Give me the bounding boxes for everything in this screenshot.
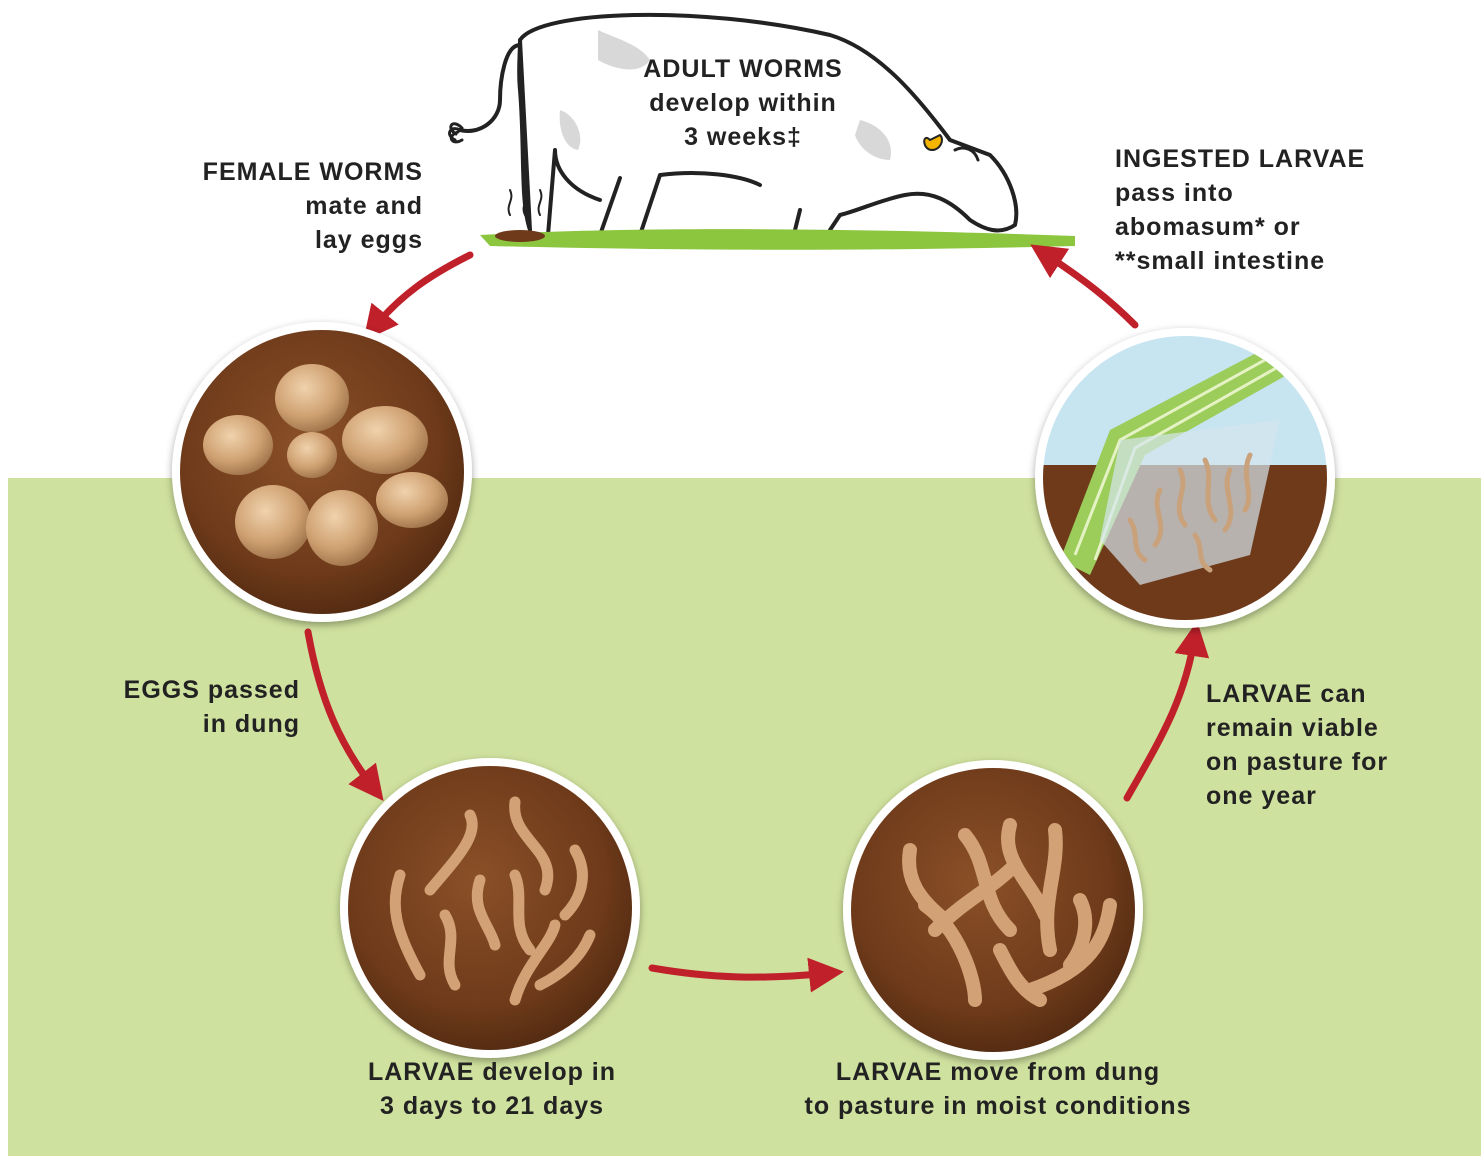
- female-worms-title: FEMALE WORMS: [120, 155, 423, 189]
- larvae-in-dung-icon: [340, 758, 640, 1058]
- larvae-viable-line-3: on pasture for: [1206, 745, 1466, 779]
- eggs-passed-line-2: in dung: [60, 707, 300, 741]
- larvae-develop-line-2: 3 days to 21 days: [322, 1089, 662, 1123]
- ingested-larvae-line-2: pass into: [1115, 176, 1455, 210]
- eggs-in-dung-icon: [172, 322, 472, 622]
- larvae-develop-label: LARVAE develop in 3 days to 21 days: [322, 1055, 662, 1123]
- larvae-develop-title: LARVAE develop in: [322, 1055, 662, 1089]
- arrow-cow-to-eggs: [372, 255, 470, 330]
- female-worms-line-3: lay eggs: [120, 223, 423, 257]
- dung-pat: [495, 230, 545, 242]
- larvae-viable-line-4: one year: [1206, 779, 1466, 813]
- larvae-move-title: LARVAE move from dung: [748, 1055, 1248, 1089]
- larvae-viable-label: LARVAE can remain viable on pasture for …: [1206, 677, 1466, 813]
- larvae-viable-line-2: remain viable: [1206, 711, 1466, 745]
- larvae-viable-title: LARVAE can: [1206, 677, 1466, 711]
- eggs-passed-label: EGGS passed in dung: [60, 673, 300, 741]
- ingested-larvae-title: INGESTED LARVAE: [1115, 142, 1455, 176]
- ingested-larvae-line-3: abomasum* or: [1115, 210, 1455, 244]
- female-worms-line-2: mate and: [120, 189, 423, 223]
- adult-worms-line-2: develop within: [593, 86, 893, 120]
- larvae-move-line-2: to pasture in moist conditions: [748, 1089, 1248, 1123]
- ingested-larvae-label: INGESTED LARVAE pass into abomasum* or *…: [1115, 142, 1455, 278]
- adult-worms-title: ADULT WORMS: [593, 52, 893, 86]
- adult-worms-line-3: 3 weeks‡: [593, 120, 893, 154]
- eggs-passed-title: EGGS passed: [60, 673, 300, 707]
- adult-worms-label: ADULT WORMS develop within 3 weeks‡: [593, 52, 893, 154]
- larvae-moving-icon: [843, 760, 1143, 1060]
- ingested-larvae-line-4: **small intestine: [1115, 244, 1455, 278]
- larvae-move-label: LARVAE move from dung to pasture in mois…: [748, 1055, 1248, 1123]
- female-worms-label: FEMALE WORMS mate and lay eggs: [120, 155, 423, 257]
- grass-strip: [480, 229, 1075, 250]
